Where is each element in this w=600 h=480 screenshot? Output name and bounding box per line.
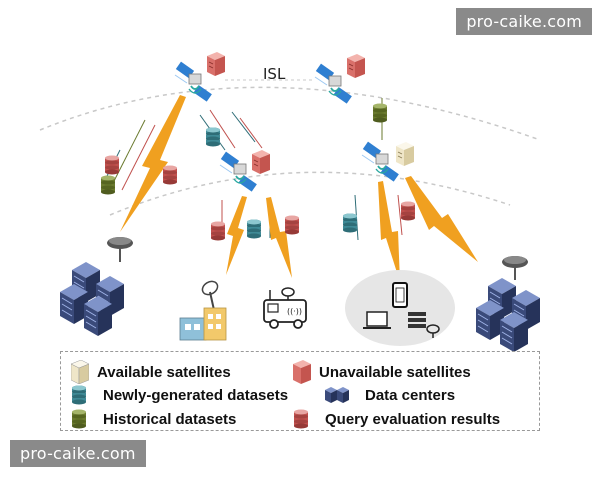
lightning-link-right-dc (405, 176, 478, 262)
isl-label: ISL (263, 65, 286, 83)
communication-links (120, 95, 478, 282)
lightning-link-left-dc (120, 95, 186, 232)
newly-generated-disk-icon (206, 127, 220, 147)
server-unavailable-icon (206, 51, 226, 77)
legend-box: Available satellites Unavailable satelli… (60, 351, 540, 431)
unavailable-server-icon (293, 360, 311, 384)
historical-disk-icon (373, 103, 387, 123)
query-results-disk-icon (294, 409, 308, 429)
ground-station-right (502, 256, 528, 280)
available-server-icon (71, 360, 89, 384)
svg-text:((·)): ((·)) (287, 307, 302, 316)
watermark-top: pro-caike.com (456, 8, 592, 35)
query-results-disk-icon (401, 201, 415, 221)
query-results-disk-icon (211, 221, 225, 241)
lightning-link-building (226, 196, 247, 275)
satellite-3 (219, 149, 271, 193)
lightning-link-devices (378, 181, 400, 282)
legend-unavailable-satellites: Unavailable satellites (293, 360, 471, 384)
legend-available-satellites-label: Available satellites (97, 363, 231, 381)
satellite-1 (174, 51, 226, 103)
server-available-icon (395, 141, 415, 167)
data-center-left (59, 261, 125, 337)
newly-generated-disk-icon (247, 219, 261, 239)
legend-unavailable-satellites-label: Unavailable satellites (319, 363, 471, 381)
satellite-4 (361, 140, 415, 183)
legend-newly-generated-label: Newly-generated datasets (103, 386, 289, 404)
upper-orbit-line (39, 86, 541, 141)
legend-historical: Historical datasets (71, 409, 236, 429)
building-icon (179, 280, 227, 341)
server-rack-icon (408, 312, 426, 316)
legend-query-results: Query evaluation results (293, 409, 500, 429)
legend-query-results-label: Query evaluation results (325, 410, 501, 428)
server-unavailable-icon (251, 149, 271, 175)
data-center-icon (325, 387, 349, 403)
historical-disk-icon (101, 175, 115, 195)
newly-generated-disk-icon (72, 385, 86, 405)
lightning-link-van (266, 197, 292, 278)
laptop-icon (366, 311, 388, 327)
historical-disk-icon (72, 409, 86, 429)
ground-station-left (107, 237, 133, 262)
lower-orbit-line (109, 171, 511, 216)
legend-newly-generated: Newly-generated datasets (71, 385, 288, 405)
legend-available-satellites: Available satellites (71, 360, 231, 384)
query-results-disk-icon (105, 155, 119, 175)
newly-generated-disk-icon (343, 213, 357, 233)
query-results-disk-icon (163, 165, 177, 185)
user-devices-group (345, 270, 455, 346)
satellite-van-icon: ((·)) (263, 287, 307, 329)
watermark-bottom: pro-caike.com (10, 440, 146, 467)
data-center-right (475, 277, 541, 353)
legend-historical-label: Historical datasets (103, 410, 237, 428)
satellite-2 (314, 53, 366, 105)
legend-data-centers-label: Data centers (365, 386, 456, 404)
legend-data-centers: Data centers (323, 385, 455, 405)
server-unavailable-icon (346, 53, 366, 79)
query-results-disk-icon (285, 215, 299, 235)
